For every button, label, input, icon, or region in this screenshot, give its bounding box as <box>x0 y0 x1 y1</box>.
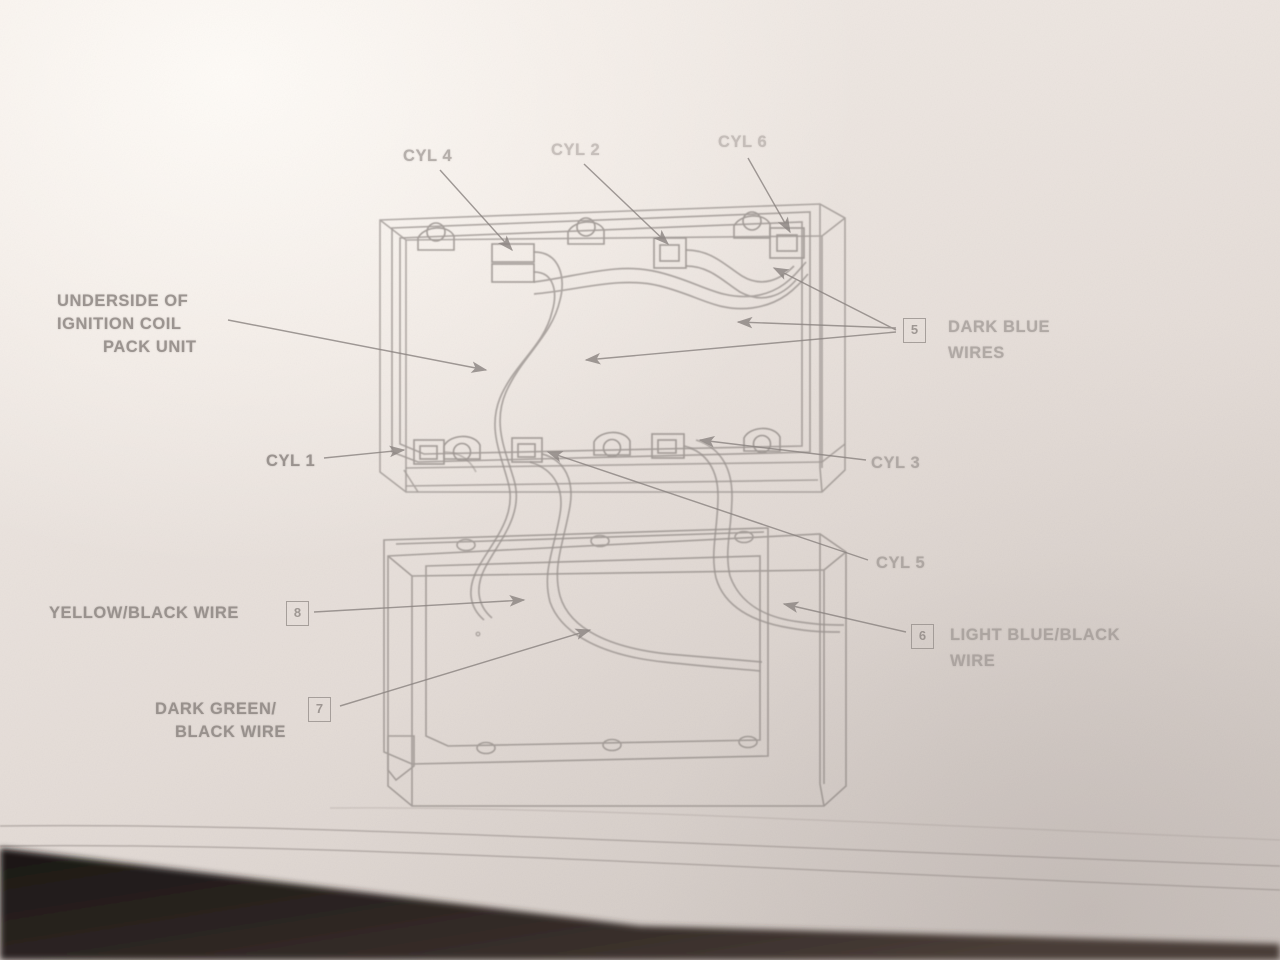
coil-pack-assembly <box>379 203 846 493</box>
wire-cyl1 <box>443 451 477 473</box>
marker-dark-blue: 5 <box>903 318 926 343</box>
marker-dark-green: 7 <box>308 697 331 722</box>
coil-terminal-cyl5 <box>511 437 543 463</box>
coil-terminal-cyl6 <box>769 227 805 259</box>
leader-dark-green <box>339 628 592 707</box>
leader-underside <box>227 319 488 373</box>
page-rule-lines <box>0 807 1280 891</box>
coil-terminal-cyl4 <box>491 243 535 283</box>
wire-cyl2 <box>685 249 797 299</box>
label-cyl4: CYL 4 <box>403 147 453 165</box>
leader-dark-blue-b <box>772 267 897 331</box>
wire-cyl5 <box>529 453 763 672</box>
coil-pack-skirt <box>403 443 846 493</box>
label-cyl3: CYL 3 <box>871 454 921 472</box>
leader-light-blue <box>782 601 907 633</box>
leader-cyl5 <box>546 451 869 561</box>
label-underside-line3: PACK UNIT <box>103 338 197 356</box>
leader-yellow-black <box>313 595 526 613</box>
leader-dark-blue-a <box>736 316 897 329</box>
leader-cyl4 <box>439 169 513 252</box>
lower-bracket-assembly <box>383 527 847 807</box>
label-underside-line1: UNDERSIDE OF <box>57 292 189 310</box>
coil-terminal-cyl3 <box>651 433 685 459</box>
label-light-blue-line1: LIGHT BLUE/BLACK <box>950 626 1121 644</box>
leader-cyl6 <box>747 157 791 234</box>
marker-yellow-black: 8 <box>286 601 309 626</box>
label-yellow-black: YELLOW/BLACK WIRE <box>49 604 239 622</box>
leader-cyl1 <box>323 445 406 459</box>
label-dark-green-line1: DARK GREEN/ <box>155 700 277 718</box>
wire-cyl3 <box>683 439 845 633</box>
coil-terminal-cyl2 <box>653 237 687 269</box>
label-dark-blue-line2: WIRES <box>948 344 1005 362</box>
label-cyl5: CYL 5 <box>876 554 926 572</box>
label-dark-blue-line1: DARK BLUE <box>948 318 1051 336</box>
label-light-blue-line2: WIRE <box>950 652 996 670</box>
marker-light-blue: 6 <box>911 624 934 649</box>
leader-cyl2 <box>583 163 670 245</box>
label-cyl6: CYL 6 <box>718 133 768 151</box>
dark-blue-wire-pair <box>533 261 809 310</box>
wire-harness <box>443 249 845 672</box>
coil-mounting-bosses-bottom <box>443 427 781 462</box>
label-dark-green-line2: BLACK WIRE <box>175 723 286 741</box>
wire-cyl4 <box>470 251 563 621</box>
coil-mounting-bosses-top <box>417 211 771 251</box>
coil-pack-3d-body <box>379 203 846 493</box>
callout-leaders <box>227 157 907 707</box>
label-cyl2: CYL 2 <box>551 141 601 159</box>
leader-dark-blue-c <box>584 331 897 365</box>
leader-cyl3 <box>698 435 867 461</box>
label-underside-line2: IGNITION COIL <box>57 315 182 333</box>
label-cyl1: CYL 1 <box>266 452 316 470</box>
